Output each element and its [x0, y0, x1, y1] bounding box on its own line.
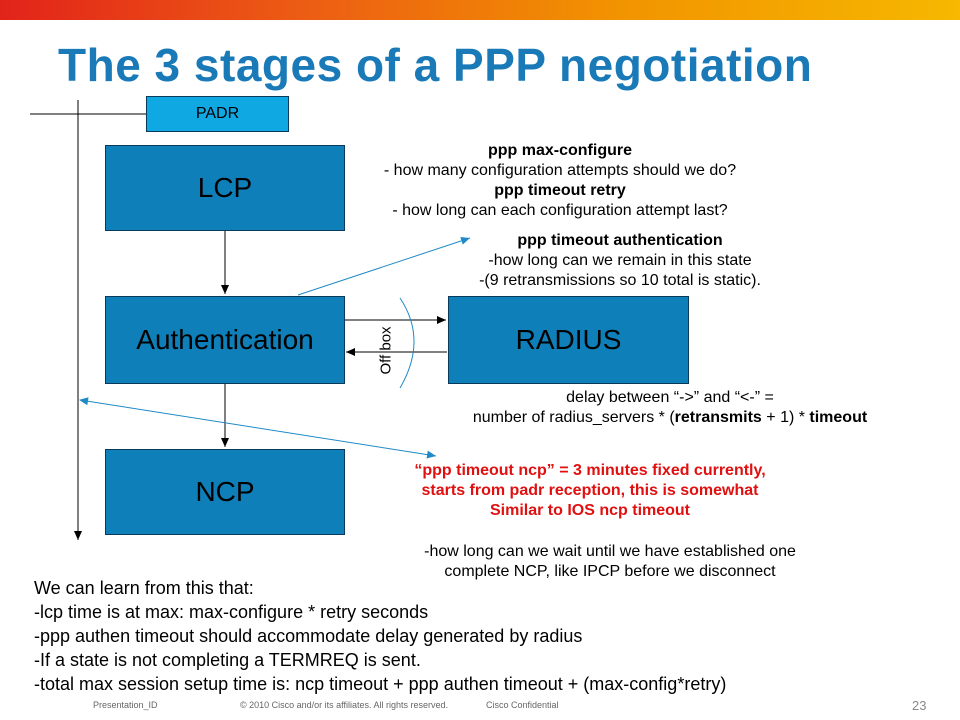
ncp-red-line: “ppp timeout ncp” = 3 minutes fixed curr… [414, 462, 766, 479]
auth-note-line: ppp timeout authentication [517, 232, 723, 249]
auth-notes: ppp timeout authentication -how long can… [420, 231, 820, 291]
offbox-arc [399, 297, 415, 389]
delay-mid: + 1) * [761, 409, 810, 426]
conclusion-line: We can learn from this that: [34, 578, 254, 598]
ncp-timeout-arrow [79, 397, 437, 459]
lcp-notes: ppp max-configure - how many configurati… [345, 141, 775, 221]
delay-line-2: number of radius_servers * (retransmits … [420, 408, 920, 428]
page-number: 23 [912, 698, 927, 713]
conclusion-line: -ppp authen timeout should accommodate d… [34, 626, 583, 646]
footer-confidential: Cisco Confidential [486, 700, 559, 710]
ncp-box: NCP [105, 449, 345, 535]
ncp-red-line: starts from padr reception, this is some… [421, 482, 759, 499]
padr-box: PADR [146, 96, 289, 132]
slide-title: The 3 stages of a PPP negotiation [58, 39, 813, 91]
lcp-note-line: - how long can each configuration attemp… [392, 202, 728, 219]
radius-delay-notes: delay between “->” and “<-” = number of … [420, 388, 920, 428]
conclusion-line: -lcp time is at max: max-configure * ret… [34, 602, 429, 622]
lcp-note-line: - how many configuration attempts should… [383, 162, 737, 179]
footer-copyright: © 2010 Cisco and/or its affiliates. All … [240, 700, 449, 710]
footer-presentation-id: Presentation_ID [93, 700, 158, 710]
delay-retransmits: retransmits [674, 409, 762, 426]
delay-line-1: delay between “->” and “<-” = [566, 389, 774, 406]
ncp-red-line: Similar to IOS ncp timeout [489, 502, 691, 519]
ncp-note-line: complete NCP, like IPCP before we discon… [444, 563, 776, 580]
offbox-label: Off box [377, 326, 395, 375]
authentication-box: Authentication [105, 296, 345, 384]
conclusion-line: -total max session setup time is: ncp ti… [34, 674, 727, 694]
ncp-timeout-highlight: “ppp timeout ncp” = 3 minutes fixed curr… [360, 461, 820, 521]
conclusion-line: -If a state is not completing a TERMREQ … [34, 650, 421, 670]
delay-timeout: timeout [809, 409, 868, 426]
ncp-note-line: -how long can we wait until we have esta… [424, 543, 796, 560]
auth-note-line: -(9 retransmissions so 10 total is stati… [479, 272, 761, 289]
radius-box: RADIUS [448, 296, 689, 384]
conclusions-list: We can learn from this that: -lcp time i… [34, 576, 726, 696]
header-gradient-bar [0, 0, 960, 20]
auth-callout-arrow [297, 237, 471, 296]
auth-note-line: -how long can we remain in this state [488, 252, 752, 269]
lcp-note-line: ppp max-configure [487, 142, 632, 159]
delay-prefix: number of radius_servers * ( [472, 409, 675, 426]
lcp-note-line: ppp timeout retry [494, 182, 626, 199]
ncp-notes: -how long can we wait until we have esta… [360, 542, 860, 582]
lcp-box: LCP [105, 145, 345, 231]
